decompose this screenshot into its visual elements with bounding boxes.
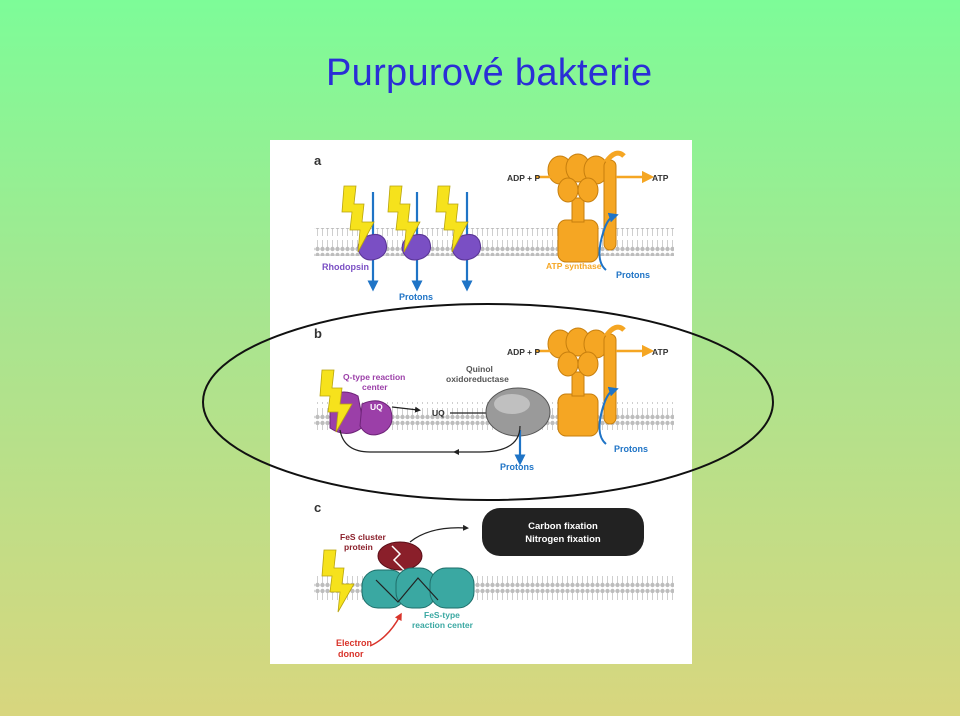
qtype-label-line2: center — [362, 382, 388, 392]
electron-donor-label-line1: Electron — [336, 638, 372, 648]
lightning-icon — [435, 185, 469, 253]
fes-reaction-center — [321, 549, 475, 613]
panel-b-letter: b — [314, 326, 322, 341]
fes-rc-label-line1: FeS-type — [424, 610, 460, 620]
electron-donor-label-line2: donor — [338, 649, 364, 659]
uq-label-1: UQ — [370, 402, 383, 412]
protons-label-a-right: Protons — [616, 270, 650, 280]
lightning-icon — [387, 185, 421, 253]
rhodopsin-1 — [341, 185, 387, 292]
panel-a: a Rhodopsin Protons — [314, 150, 674, 302]
quinol-label-line2: oxidoreductase — [446, 374, 509, 384]
adp-label-b: ADP + P — [507, 347, 540, 357]
lightning-icon — [341, 185, 375, 253]
atp-synthase-label: ATP synthase — [546, 261, 602, 271]
fes-cluster-label-line2: protein — [344, 542, 373, 552]
protons-label-b-bottom: Protons — [500, 462, 534, 472]
panel-c: c FeS cluster protein Carbon fixation Ni… — [314, 500, 674, 659]
protons-label-b-right: Protons — [614, 444, 648, 454]
carbon-fixation-label: Carbon fixation — [528, 521, 598, 532]
nitrogen-fixation-label: Nitrogen fixation — [525, 534, 601, 545]
atp-label-a: ATP — [652, 173, 669, 183]
atp-synthase-a — [535, 150, 655, 271]
qtype-label-line1: Q-type reaction — [343, 372, 405, 382]
atp-label-b: ATP — [652, 347, 669, 357]
panel-a-letter: a — [314, 153, 322, 168]
slide-title: Purpurové bakterie — [326, 52, 653, 94]
fixation-box: Carbon fixation Nitrogen fixation — [482, 508, 644, 556]
rhodopsin-3 — [435, 185, 481, 292]
fes-rc-label-line2: reaction center — [412, 620, 474, 630]
adp-label-a: ADP + P — [507, 173, 540, 183]
rhodopsin-label: Rhodopsin — [322, 262, 369, 272]
lightning-icon — [321, 549, 355, 613]
bacteria-figure: a Rhodopsin Protons — [270, 140, 692, 664]
fes-cluster-label-line1: FeS cluster — [340, 532, 387, 542]
fes-cluster-protein — [377, 541, 423, 571]
uq-label-2: UQ — [432, 408, 445, 418]
rhodopsin-2 — [387, 185, 431, 292]
protons-label-a-bottom: Protons — [399, 292, 433, 302]
quinol-label-line1: Quinol — [466, 364, 493, 374]
panel-c-letter: c — [314, 500, 321, 515]
